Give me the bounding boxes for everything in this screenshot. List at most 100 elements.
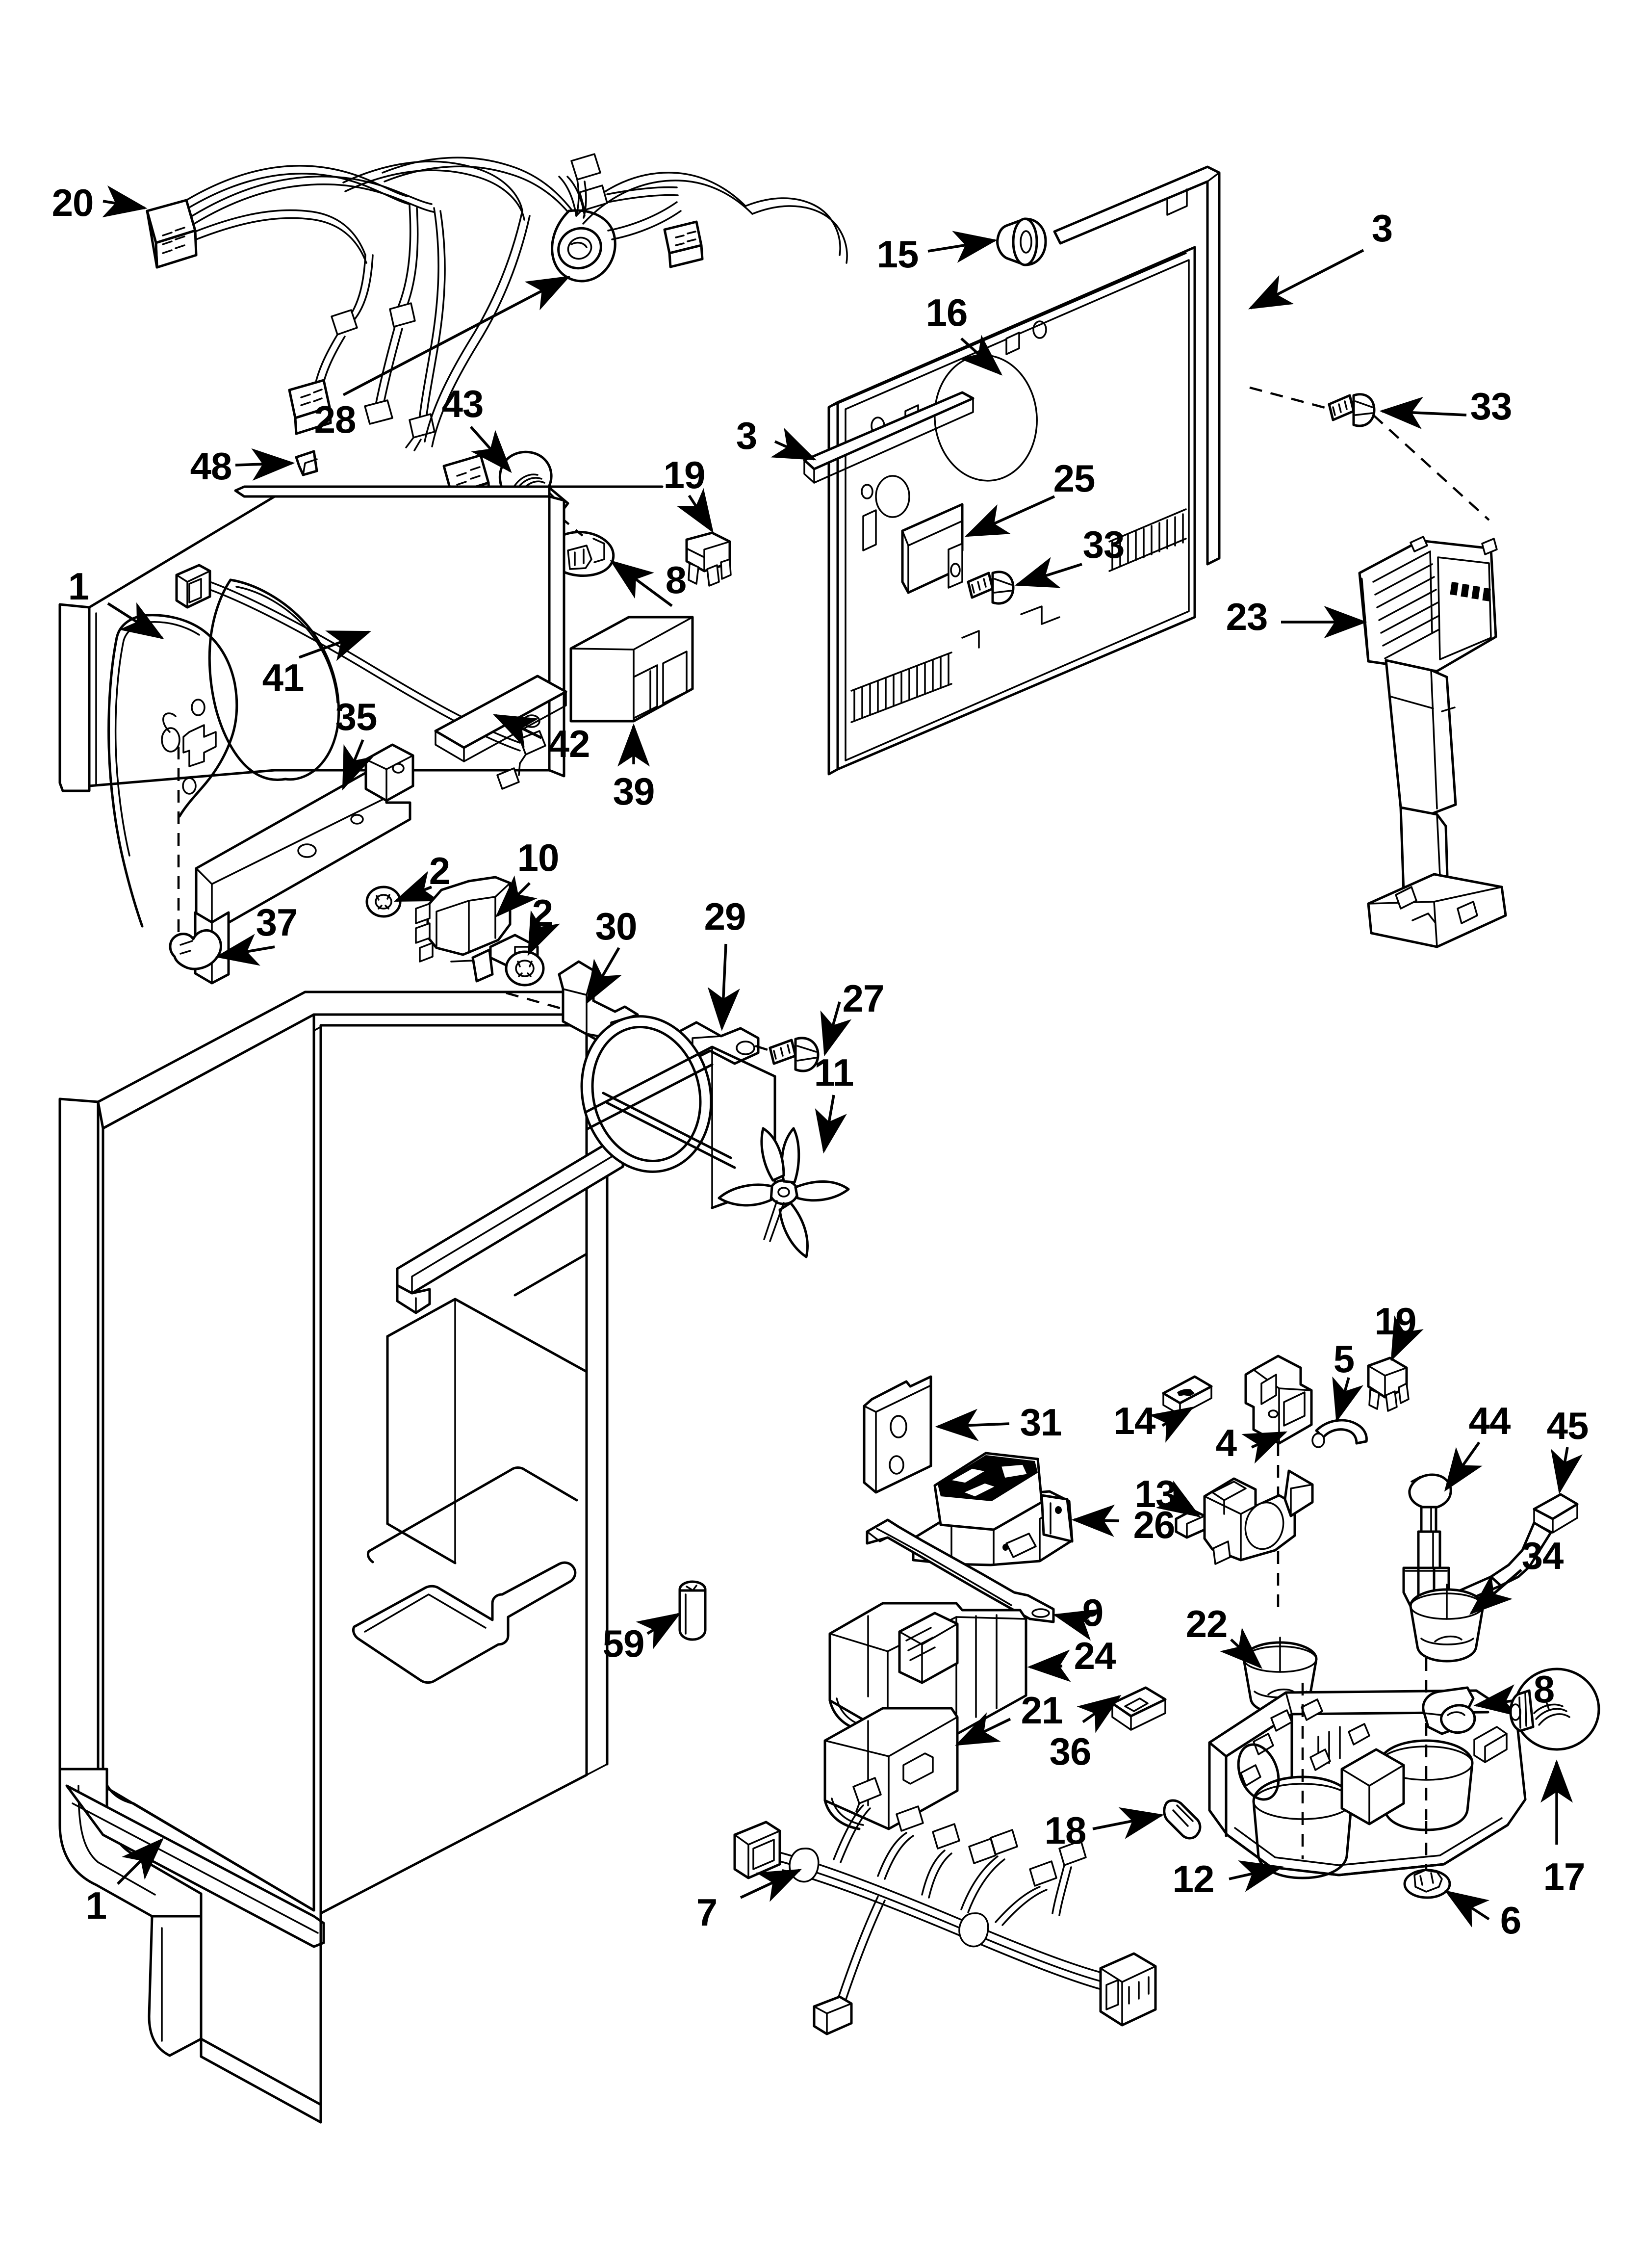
leader-19-upper	[676, 488, 714, 533]
callout-17: 17	[1543, 1855, 1586, 1898]
callout-8-lower: 8	[1533, 1668, 1555, 1711]
part-1-cabinet-liner	[58, 485, 664, 2124]
leader-18	[1092, 1807, 1164, 1839]
leader-25	[964, 495, 1055, 537]
callout-7: 7	[696, 1891, 718, 1934]
leader-11	[815, 1095, 847, 1154]
leader-8-upper	[610, 560, 673, 607]
leader-3-upper	[1248, 249, 1364, 310]
part-18-fuse-cartridge	[1163, 1799, 1202, 1840]
leader-35	[342, 739, 374, 791]
part-7-wire-harness-lower	[733, 1777, 1157, 2035]
part-35-mounting-bracket	[194, 743, 414, 985]
callout-27: 27	[842, 977, 885, 1020]
part-24-air-duct-upper	[828, 1602, 1027, 1735]
callout-44: 44	[1468, 1399, 1511, 1442]
part-19-connector-clip-upper	[685, 531, 732, 587]
assembly-axis-33-to-23	[1372, 414, 1490, 521]
part-31-mounting-plate	[863, 1375, 932, 1494]
callout-9: 9	[1082, 1591, 1103, 1634]
part-5-retaining-ring	[1311, 1419, 1368, 1448]
callout-29: 29	[704, 895, 746, 938]
leader-4	[1241, 1431, 1288, 1464]
callout-30: 30	[595, 905, 638, 948]
callout-42: 42	[548, 722, 590, 765]
callout-23: 23	[1226, 595, 1268, 638]
callout-22: 22	[1185, 1602, 1228, 1645]
leader-16	[959, 335, 1003, 376]
leader-3-lower	[770, 428, 817, 461]
part-12-light-housing-base	[1208, 1658, 1527, 1879]
leader-13	[1155, 1480, 1201, 1517]
leader-24	[1027, 1649, 1071, 1682]
callout-39: 39	[613, 770, 655, 813]
part-27-screw	[755, 1037, 820, 1072]
callout-4: 4	[1215, 1421, 1237, 1464]
leader-21	[955, 1712, 1011, 1746]
leader-41	[299, 630, 372, 661]
vent-slots-left	[850, 652, 952, 723]
leader-48	[235, 448, 295, 481]
callout-24: 24	[1074, 1634, 1116, 1677]
leader-2a	[393, 871, 440, 902]
leader-15	[927, 231, 998, 263]
callout-3-upper: 3	[1371, 207, 1393, 250]
leader-9	[1052, 1609, 1099, 1641]
callout-43: 43	[441, 382, 484, 425]
part-36-foam-seal	[1111, 1686, 1167, 1731]
callout-21: 21	[1021, 1689, 1063, 1732]
callout-2-b: 2	[532, 891, 553, 935]
part-19-connector-clip-lower	[1367, 1356, 1410, 1412]
leader-26	[1071, 1504, 1120, 1537]
part-26-dispenser-module	[912, 1452, 1074, 1566]
part-8-lamp-socket-lower	[1422, 1686, 1476, 1735]
part-2-fastener-nut-b	[505, 950, 545, 987]
leader-29	[707, 943, 740, 1031]
leader-36	[1077, 1694, 1122, 1733]
part-16-rear-liner-panel	[827, 246, 1196, 776]
leader-5	[1332, 1376, 1363, 1423]
part-21-air-duct-lower	[823, 1707, 959, 1830]
callout-25: 25	[1053, 457, 1096, 500]
part-59-roller-pin	[678, 1580, 707, 1641]
leader-37	[215, 934, 275, 966]
part-39-control-housing	[569, 616, 694, 723]
leader-42	[493, 714, 542, 748]
callout-35: 35	[335, 695, 378, 738]
callout-45: 45	[1546, 1404, 1589, 1447]
callout-15: 15	[876, 233, 919, 276]
part-11-fan-blade	[718, 1127, 850, 1258]
callout-33-upper: 33	[1470, 385, 1513, 428]
leader-12	[1229, 1860, 1284, 1892]
leader-7	[740, 1869, 802, 1902]
callout-10: 10	[517, 836, 560, 879]
callout-14: 14	[1113, 1399, 1156, 1442]
leader-31	[935, 1408, 1010, 1441]
leader-28	[342, 276, 570, 396]
part-6-push-nut	[1403, 1821, 1451, 1899]
part-23-air-duct-grille	[1358, 536, 1507, 948]
part-2-fastener-nut-a	[365, 886, 402, 918]
part-34-grommet-cup-upper	[1409, 1584, 1485, 1663]
callout-3-lower: 3	[736, 414, 757, 457]
callout-20: 20	[51, 181, 94, 224]
leader-6	[1444, 1890, 1490, 1928]
part-25-terminal-cover	[901, 503, 964, 594]
callout-31: 31	[1020, 1401, 1062, 1444]
leader-30	[586, 947, 622, 1004]
leader-33-lower	[1014, 557, 1082, 588]
ice-maker-mount	[1203, 1469, 1314, 1565]
leader-33-upper	[1379, 396, 1467, 429]
callout-2-a: 2	[429, 849, 450, 892]
callout-6: 6	[1500, 1899, 1521, 1942]
leader-20	[102, 185, 148, 218]
leader-43	[469, 426, 512, 473]
callout-59: 59	[602, 1622, 645, 1665]
callout-37: 37	[256, 901, 298, 944]
callout-41: 41	[262, 656, 305, 699]
part-37-bulb-clip	[169, 929, 222, 970]
callout-1-upper: 1	[68, 565, 89, 608]
part-17-light-bulb-lower	[1509, 1668, 1600, 1751]
leader-44	[1444, 1441, 1483, 1492]
callout-13: 13	[1134, 1472, 1177, 1515]
